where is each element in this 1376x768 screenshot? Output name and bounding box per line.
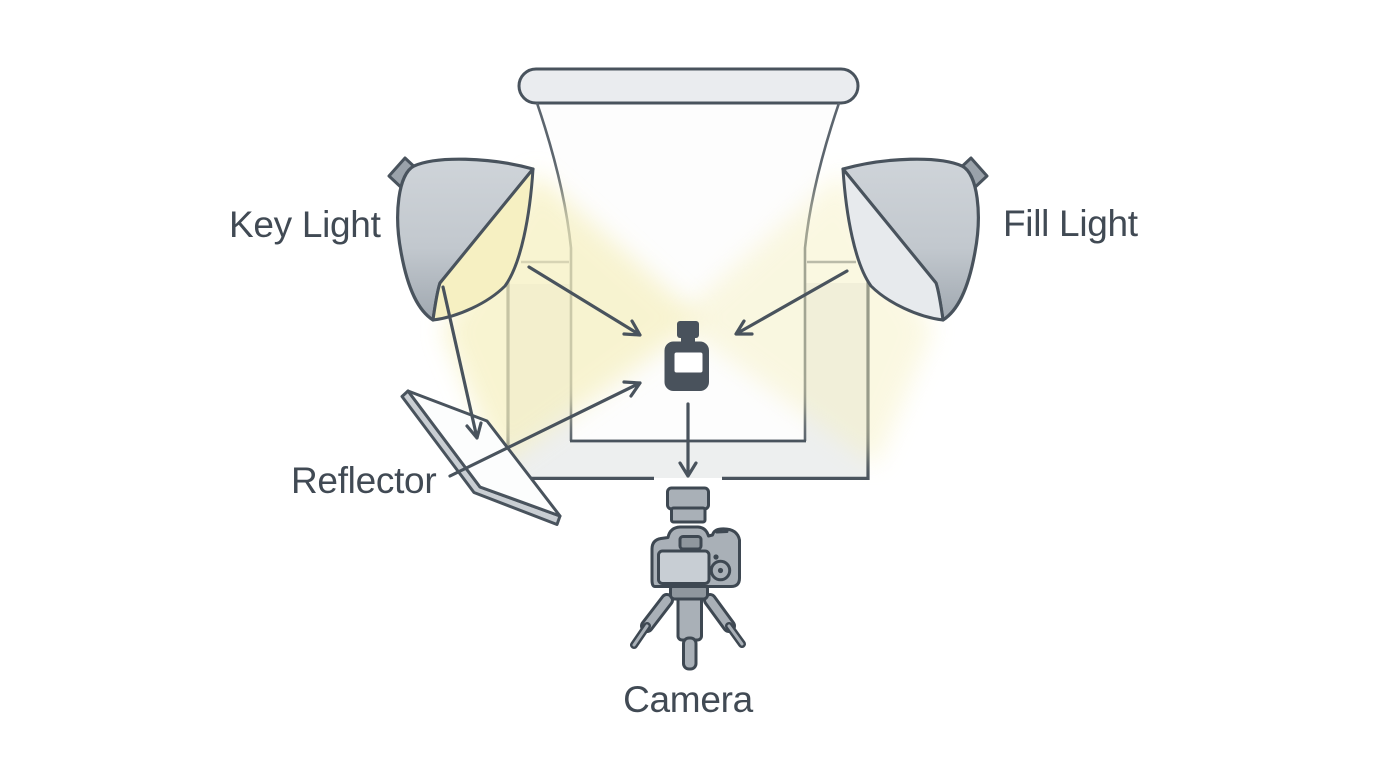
fill-light-label: Fill Light	[1003, 203, 1138, 244]
camera-lens	[666, 486, 710, 511]
camera-viewfinder	[678, 535, 703, 551]
arrows	[441, 265, 849, 478]
arrow-product-to-camera	[678, 402, 698, 478]
paper-roll	[517, 67, 860, 105]
camera-icon	[630, 486, 746, 671]
camera-label: Camera	[623, 679, 753, 720]
reflector-panel	[406, 389, 562, 518]
key-light-face	[431, 167, 535, 322]
camera-screen	[657, 549, 711, 585]
arrow-key-to-reflector	[441, 285, 483, 440]
product-bottle-icon	[664, 321, 709, 391]
fill-light-icon	[841, 156, 989, 322]
arrow-reflector-to-product	[448, 380, 642, 478]
tripod-icon	[630, 583, 746, 671]
key-light-label: Key Light	[229, 204, 381, 245]
fill-light-face	[841, 167, 945, 322]
reflector-label: Reflector	[291, 460, 437, 501]
arrow-key-to-product	[527, 265, 642, 337]
reflector-icon	[400, 389, 562, 526]
arrow-fill-to-product	[734, 269, 849, 336]
key-light-icon	[387, 156, 535, 322]
